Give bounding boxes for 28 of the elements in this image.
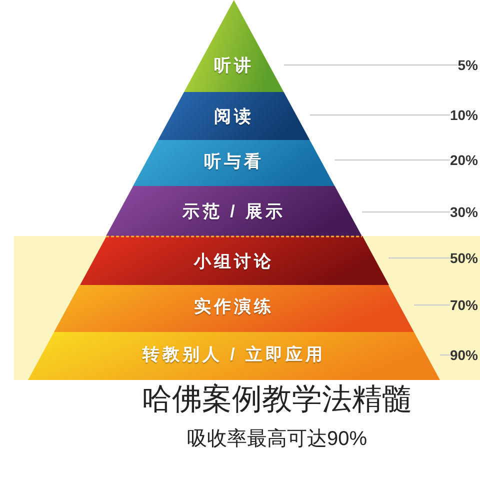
tier-label: 实作演练 [194, 297, 274, 317]
tier-label: 听讲 [214, 56, 254, 76]
caption: 吸收率最高可达90% [186, 427, 368, 451]
pyramid-tier [184, 0, 284, 92]
percentage-label: 90% [450, 346, 478, 364]
leader-line [440, 354, 450, 356]
diagram-title: 哈佛案例教学法精髓 [142, 383, 412, 417]
tier-label: 小组讨论 [194, 252, 274, 272]
pyramid-tier [28, 332, 440, 380]
leader-line [334, 159, 450, 161]
leader-line [310, 114, 450, 116]
tier-label: 示范 / 展示 [182, 202, 286, 222]
leader-line [284, 64, 458, 66]
leader-line [362, 211, 450, 213]
percentage-label: 30% [450, 203, 478, 221]
leader-line [414, 304, 450, 306]
percentage-label: 50% [450, 249, 478, 267]
percentage-label: 20% [450, 151, 478, 169]
tier-label: 阅读 [214, 107, 254, 127]
percentage-label: 70% [450, 296, 478, 314]
pyramid-tier [54, 285, 414, 332]
percentage-label: 10% [450, 106, 478, 124]
pyramid-tier [158, 92, 310, 140]
percentage-label: 5% [458, 56, 478, 74]
tier-label: 听与看 [204, 152, 264, 172]
tier-label: 转教别人 / 立即应用 [142, 345, 326, 365]
leader-line [388, 257, 450, 259]
pyramid-tier [133, 140, 335, 186]
